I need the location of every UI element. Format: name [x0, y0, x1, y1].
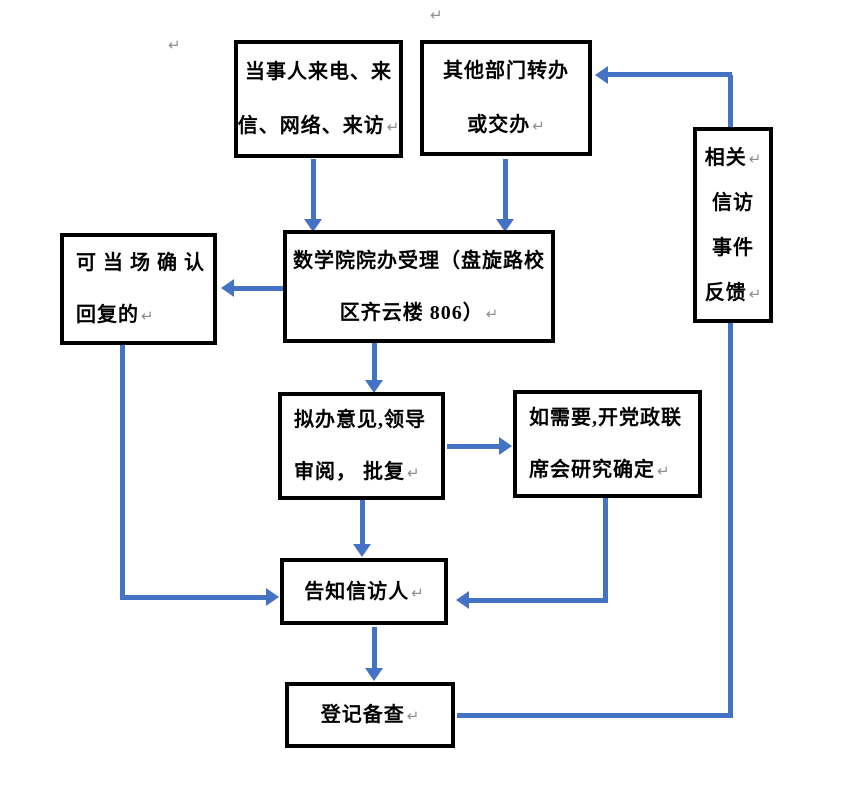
box-related-feedback: 相关↵ 信访 事件 反馈↵ [693, 127, 773, 323]
paragraph-mark-icon: ↵ [748, 149, 762, 168]
box-text: 或交办 [467, 114, 531, 136]
connector-notify-to-register [372, 627, 377, 670]
paragraph-mark-icon: ↵ [657, 462, 670, 480]
box-office-accept: 数学院院办受理（盘旋路校 区齐云楼 806）↵ [283, 230, 555, 343]
paragraph-mark-icon: ↵ [168, 36, 181, 54]
arrowhead-left-icon [221, 279, 234, 297]
box-text: 拟办意见,领导 [294, 409, 426, 431]
arrowhead-down-icon [353, 544, 371, 557]
box-text: 信、网络、来访 [237, 115, 385, 137]
box-joint-meeting: 如需要,开党政联 席会研究确定↵ [513, 390, 702, 498]
paragraph-mark-icon: ↵ [748, 284, 762, 303]
box-text: 信访 [712, 191, 754, 214]
arrowhead-left-icon [456, 591, 469, 609]
arrowhead-left-icon [595, 66, 608, 84]
box-text: 告知信访人 [304, 580, 410, 603]
box-other-department: 其他部门转办 或交办↵ [420, 40, 592, 156]
box-text: 回复的 [76, 304, 139, 326]
arrowhead-down-icon [496, 219, 514, 232]
connector-draft-to-meeting [447, 444, 501, 449]
box-text: 审阅， 批复 [294, 461, 405, 483]
box-text: 数学院院办受理（盘旋路校 [293, 249, 545, 272]
connector-meeting-to-notify [468, 598, 608, 603]
connector-meeting-down [603, 498, 608, 600]
box-text: 如需要,开党政联 [529, 407, 682, 429]
box-party-contact: 当事人来电、来 信、网络、来访↵ [234, 40, 403, 158]
box-text: 事件 [712, 236, 754, 259]
box-onsite-confirm: 可 当 场 确 认 回复的↵ [60, 233, 217, 345]
paragraph-mark-icon: ↵ [406, 707, 420, 725]
box-text: 登记备查 [320, 704, 405, 726]
paragraph-mark-icon: ↵ [407, 464, 420, 482]
connector-onsite-down [120, 345, 125, 600]
box-draft-opinion: 拟办意见,领导 审阅， 批复↵ [278, 392, 445, 500]
box-notify-petitioner: 告知信访人↵ [280, 558, 448, 625]
box-text: 区齐云楼 806） [339, 301, 484, 324]
paragraph-mark-icon: ↵ [532, 117, 545, 135]
arrowhead-right-icon [266, 588, 279, 606]
box-text: 反馈 [704, 281, 747, 304]
box-text: 相关 [704, 146, 747, 169]
box-text: 可 当 场 确 认 [76, 252, 205, 274]
connector-feedback-up [728, 75, 733, 129]
box-register: 登记备查↵ [285, 682, 455, 748]
paragraph-mark-icon: ↵ [411, 583, 424, 602]
arrowhead-down-icon [365, 380, 383, 393]
connector-register-to-feedback [728, 323, 733, 718]
connector-office-to-draft [372, 342, 377, 382]
connector-party-to-office [311, 159, 316, 220]
connector-onsite-to-notify [120, 595, 268, 600]
paragraph-mark-icon: ↵ [485, 304, 499, 323]
connector-department-to-office [503, 159, 508, 220]
paragraph-mark-icon: ↵ [430, 6, 443, 24]
connector-feedback-to-department [606, 72, 732, 77]
arrowhead-right-icon [499, 437, 512, 455]
paragraph-mark-icon: ↵ [386, 118, 400, 136]
connector-office-to-onsite [233, 286, 284, 291]
paragraph-mark-icon: ↵ [141, 307, 154, 325]
box-text: 席会研究确定 [529, 459, 655, 481]
box-text: 其他部门转办 [443, 60, 569, 82]
arrowhead-down-icon [304, 219, 322, 232]
arrowhead-down-icon [365, 668, 383, 681]
connector-draft-to-notify [360, 500, 365, 546]
box-text: 当事人来电、来 [245, 61, 392, 83]
connector-register-right [457, 713, 733, 718]
